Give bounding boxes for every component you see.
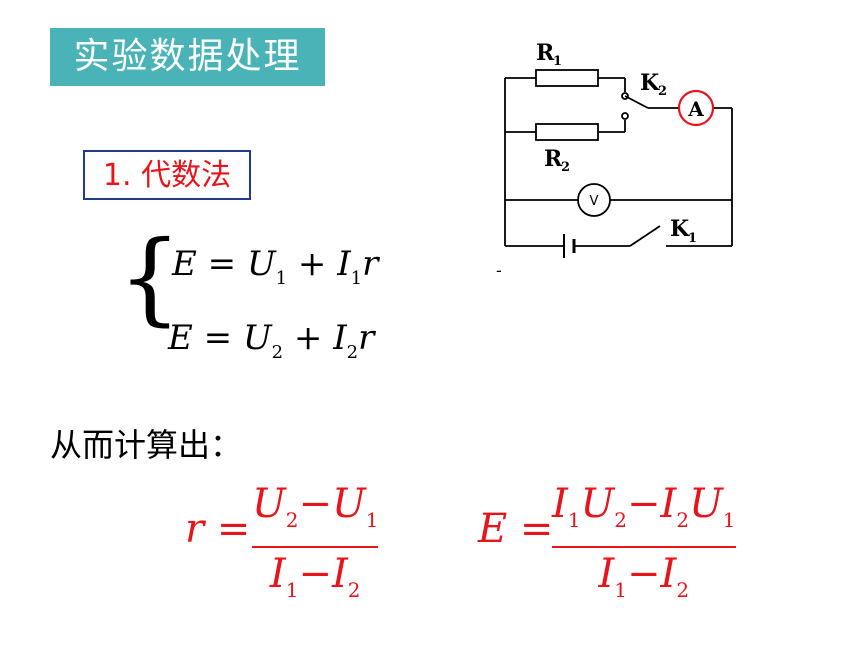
formula-e-lhs: E =: [478, 506, 554, 552]
formula-r-denominator: I1−I2: [269, 551, 361, 602]
k1-sub: 1: [688, 231, 697, 246]
ammeter-label: A: [687, 97, 704, 121]
result-label: 从而计算出：: [50, 426, 243, 464]
r1-sub: 1: [553, 54, 562, 69]
method-label: 1. 代数法: [83, 150, 251, 200]
formula-r-fraction: U2−U1 I1−I2: [252, 478, 379, 616]
k2-label: K: [640, 70, 660, 96]
k2-contact-bottom: [621, 112, 629, 120]
system-brace: {: [118, 219, 182, 336]
ammeter-circle: [677, 89, 715, 127]
formula-e-bar: [552, 546, 736, 548]
equation-1: E = U1 + I1r: [172, 244, 379, 289]
r2-label: R: [544, 146, 563, 172]
formula-e-fraction: I1U2−I2U1 I1−I2: [552, 478, 736, 616]
stray-mark: -: [496, 261, 502, 280]
circuit-diagram: R 1 R 2 K 2 K 1 A V -: [496, 40, 733, 280]
formula-e-numerator: I1U2−I2U1: [552, 481, 736, 532]
formula-e-denominator: I1−I2: [598, 551, 690, 602]
k2-sub: 2: [658, 84, 667, 99]
formula-r-bar: [252, 546, 379, 548]
resistor-r1: [535, 69, 599, 87]
k1-blade: [629, 225, 661, 247]
equation-2: E = U2 + I2r: [168, 318, 375, 363]
formula-r-numerator: U2−U1: [252, 481, 379, 532]
k2-blade: [624, 95, 649, 109]
section-title: 实验数据处理: [50, 28, 325, 86]
r1-label: R: [536, 40, 555, 66]
k2-contact-top: [621, 92, 629, 100]
k1-label: K: [670, 216, 690, 242]
formula-r-lhs: r =: [185, 506, 251, 552]
resistor-r2: [535, 123, 599, 141]
r2-sub: 2: [561, 160, 570, 175]
voltmeter-label: V: [590, 194, 599, 209]
